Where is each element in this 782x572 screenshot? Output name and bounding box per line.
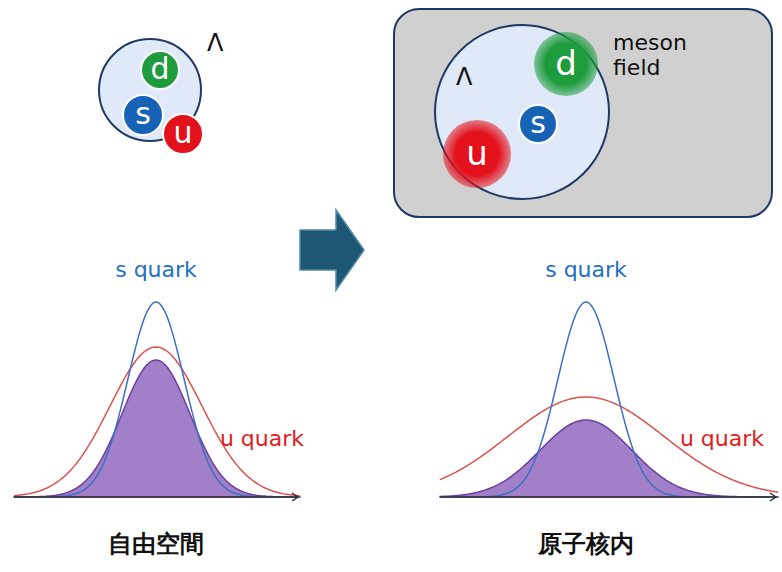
node-label: Λ: [456, 64, 472, 92]
node-label: u: [164, 115, 202, 153]
quark-circle: u: [162, 113, 204, 155]
curve-label: u quark: [680, 426, 764, 451]
quark-circle: s: [518, 104, 558, 144]
axis-line: [440, 493, 776, 501]
distribution-curves: [14, 302, 778, 501]
quark-circle: s: [122, 94, 164, 136]
node-label: meson field: [613, 30, 693, 81]
node-label: Λ: [207, 30, 223, 58]
overlap-area: [440, 420, 778, 497]
u-distribution: [440, 397, 778, 492]
meson-field-box: meson fieldΛdsu: [393, 8, 773, 218]
curve-label: s quark: [115, 257, 197, 282]
transition-arrow: [300, 210, 364, 290]
lambda-circle: Λdsu: [98, 38, 202, 142]
s-distribution: [440, 302, 778, 497]
node-label: d: [142, 52, 178, 88]
node-label: u: [443, 120, 511, 188]
u-distribution: [14, 347, 300, 496]
node-label: s: [124, 96, 162, 134]
curve-label: s quark: [545, 257, 627, 282]
quark-circle: d: [140, 50, 180, 90]
quark-circle: u: [443, 120, 511, 188]
node-label: d: [534, 32, 598, 96]
node-label: s: [520, 106, 556, 142]
panel-caption: 自由空間: [108, 528, 204, 560]
panel-caption: 原子核内: [538, 528, 634, 560]
curve-label: u quark: [220, 426, 304, 451]
lambda-circle: Λdsu: [434, 24, 610, 200]
quark-circle: d: [534, 32, 598, 96]
axis-line: [14, 493, 298, 501]
s-distribution: [14, 302, 300, 497]
